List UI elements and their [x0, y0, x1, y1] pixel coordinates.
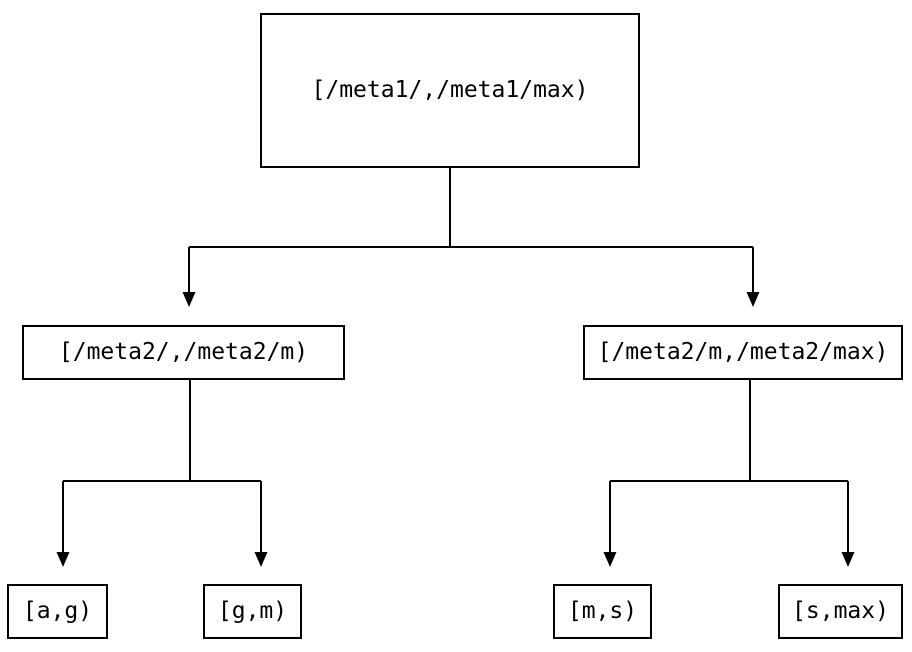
- node-label: [/meta1/,/meta1/max): [311, 77, 589, 103]
- node-label: [s,max): [792, 598, 889, 624]
- node-label: [g,m): [217, 598, 288, 624]
- node-leaf-g-m: [g,m): [203, 584, 302, 639]
- node-leaf-s-max: [s,max): [778, 584, 903, 639]
- node-leaf-a-g: [a,g): [7, 584, 108, 639]
- node-label: [a,g): [22, 598, 93, 624]
- arrowhead-icon: [746, 292, 760, 307]
- arrowhead-icon: [56, 552, 70, 567]
- node-leaf-m-s: [m,s): [553, 584, 652, 639]
- node-label: [m,s): [567, 598, 638, 624]
- arrowhead-icon: [182, 292, 196, 307]
- node-label: [/meta2/m,/meta2/max): [597, 339, 889, 365]
- node-level1-left-range: [/meta2/,/meta2/m): [22, 325, 345, 380]
- arrowhead-icon: [603, 552, 617, 567]
- node-level1-right-range: [/meta2/m,/meta2/max): [583, 325, 903, 380]
- arrowhead-icon: [841, 552, 855, 567]
- node-label: [/meta2/,/meta2/m): [58, 339, 309, 365]
- arrowhead-icon: [254, 552, 268, 567]
- node-root-range: [/meta1/,/meta1/max): [260, 13, 640, 168]
